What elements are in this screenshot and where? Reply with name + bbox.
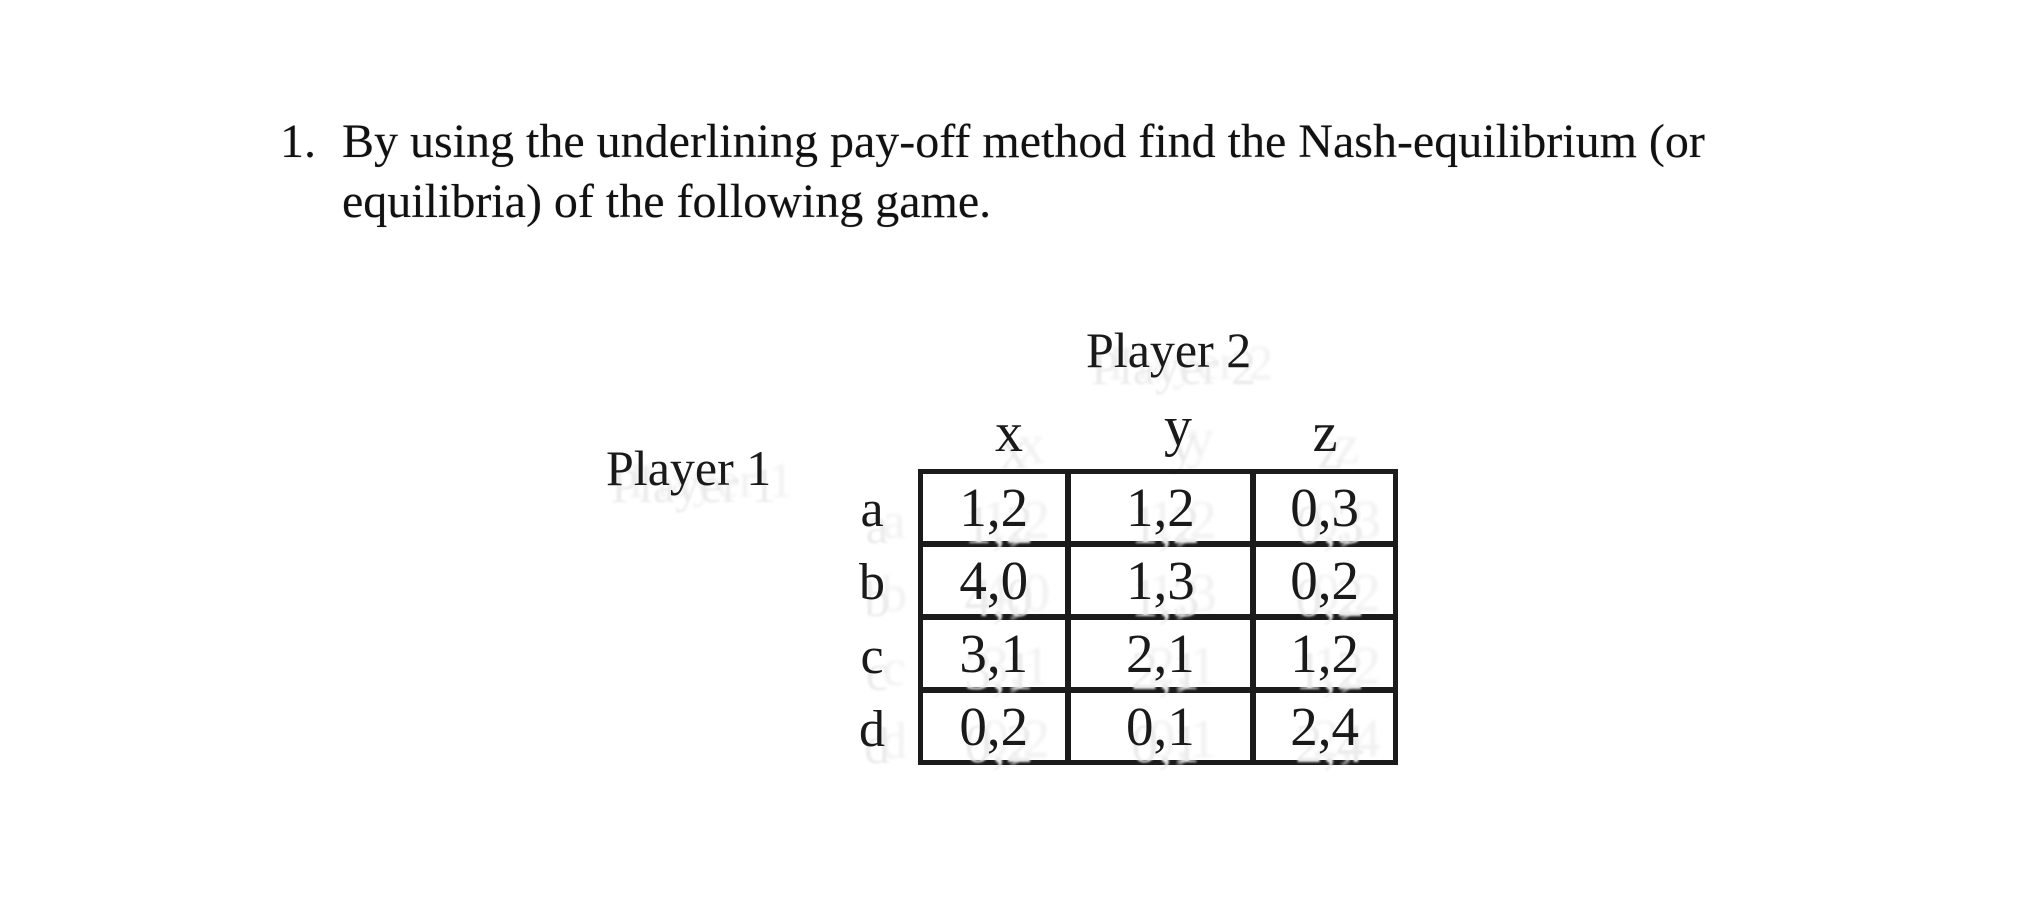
problem-text-line2: equilibria) of the following game. [342, 175, 992, 228]
column-header-y: y [1164, 396, 1192, 458]
payoff-cell-cx: 3,1 [920, 617, 1068, 690]
payoff-value: 2,4 [1290, 696, 1359, 757]
payoff-cell-dz: 2,4 [1253, 690, 1396, 763]
payoff-value: 2,1 [1125, 623, 1195, 684]
payoff-value: 1,2 [1125, 477, 1195, 538]
payoff-row-a: 1,2 1,2 0,3 [920, 471, 1396, 544]
payoff-cell-bx: 4,0 [920, 544, 1068, 617]
payoff-value: 0,2 [1290, 550, 1359, 611]
payoff-cell-az: 0,3 [1253, 471, 1396, 544]
payoff-value: 1,2 [1290, 623, 1359, 684]
payoff-cell-ay: 1,2 [1067, 471, 1254, 544]
payoff-cell-dx: 0,2 [920, 690, 1068, 763]
problem-text-line1: By using the underlining pay-off method … [342, 115, 1705, 168]
payoff-value: 0,2 [959, 696, 1029, 757]
payoff-row-c: 3,1 2,1 1,2 [920, 617, 1396, 690]
payoff-value: 4,0 [959, 550, 1029, 611]
payoff-value: 0,3 [1290, 477, 1359, 538]
player2-label: Player 2 [1086, 322, 1252, 378]
row-header-a: a [860, 481, 884, 538]
column-header-x: x [995, 402, 1023, 464]
payoff-row-b: 4,0 1,3 0,2 [920, 544, 1396, 617]
payoff-cell-bz: 0,2 [1253, 544, 1396, 617]
row-header-b: b [859, 554, 885, 611]
problem-number: 1. [280, 115, 316, 168]
column-header-z: z [1312, 402, 1338, 464]
problem-text: By using the underlining pay-off method … [342, 112, 1705, 232]
payoff-cell-dy: 0,1 [1067, 690, 1254, 763]
problem-statement: 1. By using the underlining pay-off meth… [280, 112, 1705, 232]
row-header-d: d [859, 701, 885, 758]
player1-label: Player 1 [606, 440, 772, 496]
payoff-row-d: 0,2 0,1 2,4 [920, 690, 1396, 763]
payoff-cell-cz: 1,2 [1253, 617, 1396, 690]
payoff-cell-by: 1,3 [1067, 544, 1254, 617]
payoff-value: 3,1 [959, 623, 1029, 684]
payoff-cell-cy: 2,1 [1067, 617, 1254, 690]
payoff-value: 1,2 [959, 477, 1029, 538]
row-header-c: c [860, 628, 884, 685]
payoff-value: 0,1 [1125, 696, 1195, 757]
payoff-cell-ax: 1,2 [920, 471, 1068, 544]
payoff-value: 1,3 [1125, 550, 1195, 611]
payoff-matrix: 1,2 1,2 0,3 4,0 1,3 0,2 3,1 2,1 1,2 0,2 … [918, 469, 1398, 765]
